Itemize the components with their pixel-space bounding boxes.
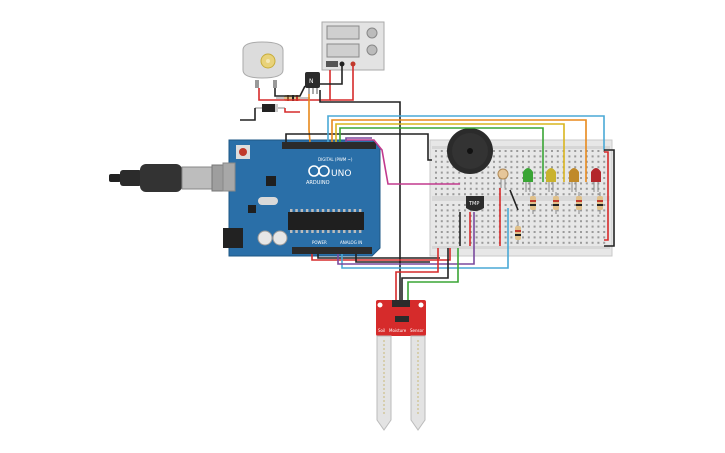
soil-label-moisture: Moisture: [389, 328, 407, 333]
resistor-photo[interactable]: [515, 222, 521, 244]
power-supply[interactable]: [321, 21, 385, 71]
power-header-label: POWER: [312, 240, 327, 245]
transistor-label: N: [309, 78, 314, 85]
wire-supply-red[interactable]: [330, 66, 354, 101]
wire-soil-red[interactable]: [395, 248, 439, 300]
wire-motor-red[interactable]: [258, 70, 331, 101]
digital-header-label: DIGITAL (PWM ~): [318, 157, 353, 162]
analog-header-label: ANALOG IN: [340, 240, 362, 245]
buzzer[interactable]: [447, 128, 493, 174]
wire-blue-top[interactable]: [327, 115, 605, 150]
wire-purple[interactable]: [345, 137, 372, 142]
wire-rail-black-right[interactable]: [604, 149, 615, 247]
wire-black-gnd[interactable]: [317, 254, 440, 259]
usb-cable[interactable]: [109, 164, 231, 192]
temp-sensor-label: TMP: [468, 201, 479, 207]
wire-black-a-right[interactable]: [355, 254, 430, 263]
dc-motor[interactable]: [242, 41, 284, 88]
resistor-led-3[interactable]: [576, 192, 582, 214]
wire-purple-a1[interactable]: [337, 212, 475, 265]
arduino-brand: ARDUINO: [306, 180, 330, 186]
led-3[interactable]: [569, 168, 579, 192]
wire-motor-black[interactable]: [274, 85, 306, 97]
wire-group: [240, 66, 615, 300]
wire-diode-black[interactable]: [240, 108, 256, 121]
wire-blue-a0[interactable]: [341, 208, 509, 269]
resistor-led-1[interactable]: [530, 192, 536, 214]
wire-rail-red-right[interactable]: [604, 151, 609, 241]
arduino-model: UNO: [331, 169, 351, 179]
wire-soil-black[interactable]: [401, 248, 449, 300]
wire-top-black[interactable]: [285, 133, 432, 161]
wire-ground-down[interactable]: [319, 90, 401, 300]
wire-red-5v[interactable]: [311, 248, 451, 261]
photoresistor[interactable]: [497, 168, 509, 188]
wire-soil-green[interactable]: [407, 248, 459, 300]
transistor[interactable]: N: [305, 72, 320, 94]
wire-green[interactable]: [339, 127, 544, 182]
wire-bb-black-1[interactable]: [509, 189, 519, 211]
resistor-led-2[interactable]: [553, 192, 559, 214]
soil-moisture-sensor[interactable]: Soil Moisture Sensor: [376, 300, 426, 431]
wire-yellow[interactable]: [335, 123, 565, 182]
chip-pins: [290, 209, 362, 233]
temp-sensor[interactable]: TMP: [466, 196, 484, 211]
arduino-board[interactable]: ARDUINO UNO DIGITAL (PWM ~) POWER ANALOG…: [222, 139, 381, 257]
resistor-led-4[interactable]: [597, 192, 603, 214]
led-4[interactable]: [591, 168, 601, 192]
wire-diode-red[interactable]: [284, 108, 300, 113]
led-1[interactable]: [523, 168, 533, 192]
resistor-group: [515, 192, 603, 244]
wire-supply-black[interactable]: [320, 66, 343, 85]
wire-orange[interactable]: [331, 119, 587, 182]
soil-label-soil: Soil: [378, 328, 385, 333]
diode[interactable]: [255, 104, 285, 112]
breadboard-holes: [435, 150, 606, 244]
wire-motor-signal[interactable]: [308, 94, 311, 143]
soil-label-sensor: Sensor: [410, 328, 424, 333]
led-2[interactable]: [546, 168, 556, 192]
led-group: [523, 168, 601, 192]
